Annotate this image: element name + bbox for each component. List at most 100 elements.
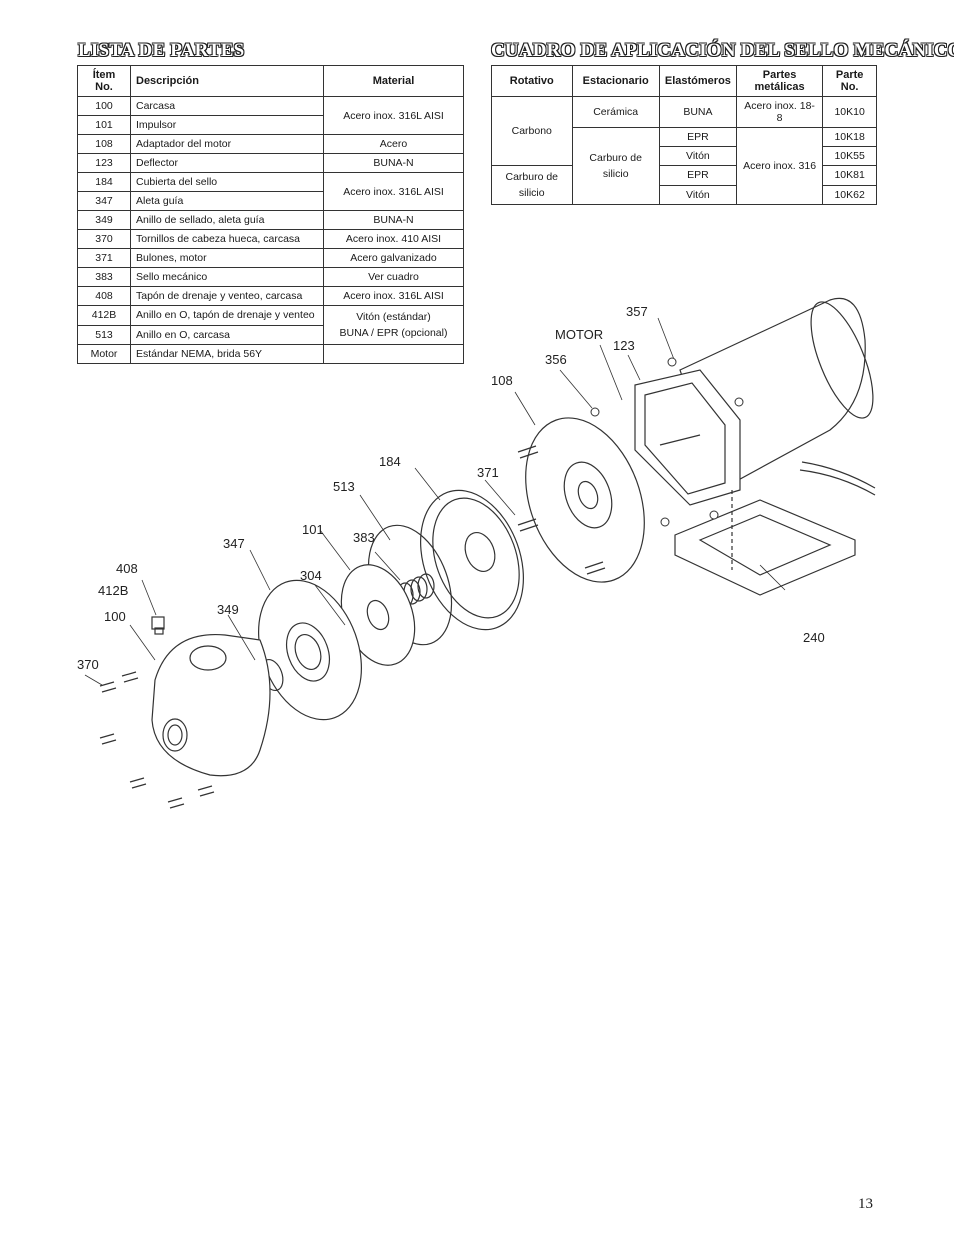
motor — [634, 297, 876, 506]
elastomero-cell: Vitón — [658, 184, 737, 205]
header-elastomeros: Elastómeros — [658, 65, 737, 97]
page-number: 13 — [858, 1196, 873, 1212]
item-material — [323, 344, 464, 364]
item-material: Acero — [323, 134, 464, 154]
item-desc: Anillo de sellado, aleta guía — [130, 210, 324, 230]
item-desc: Tapón de drenaje y venteo, carcasa — [130, 286, 324, 306]
table-row: 349 Anillo de sellado, aleta guía BUNA-N — [77, 210, 464, 230]
item-desc: Impulsor — [130, 115, 324, 135]
item-no: Motor — [77, 344, 131, 364]
item-desc: Carcasa — [130, 96, 324, 116]
elastomero-cell: EPR — [658, 127, 737, 147]
callout-408: 408 — [116, 561, 138, 576]
item-no: 349 — [77, 210, 131, 230]
item-desc: Aleta guía — [130, 191, 324, 211]
item-material: Acero galvanizado — [323, 248, 464, 268]
item-desc: Deflector — [130, 153, 324, 173]
item-no: 347 — [77, 191, 131, 211]
elastomero-cell: BUNA — [658, 96, 737, 128]
parte-no-cell: 10K62 — [822, 184, 877, 205]
item-material: BUNA-N — [323, 210, 464, 230]
item-no: 371 — [77, 248, 131, 268]
rotativo-cell: Carbono — [491, 96, 573, 166]
item-material: Vitón (estándar) BUNA / EPR (opcional) — [323, 305, 464, 345]
item-no: 108 — [77, 134, 131, 154]
elastomero-cell: EPR — [658, 165, 737, 186]
parte-no-cell: 10K18 — [822, 127, 877, 147]
item-no: 408 — [77, 286, 131, 306]
table-row: 184 Cubierta del sello Acero inox. 316L … — [77, 172, 464, 211]
callout-123: 123 — [613, 338, 635, 353]
seal-table: Rotativo Estacionario Elastómeros Partes… — [491, 65, 877, 205]
callout-412b: 412B — [98, 583, 129, 598]
exploded-pump-diagram — [84, 297, 876, 809]
callout-383: 383 — [353, 530, 375, 545]
callout-347: 347 — [223, 536, 245, 551]
callout-371: 371 — [477, 465, 499, 480]
item-no: 184 — [77, 172, 131, 192]
table-row: 100 Carcasa Acero inox. 316L AISI — [77, 96, 464, 135]
table-row: 383 Sello mecánico Ver cuadro — [77, 267, 464, 287]
estacionario-cell: Carburo de silicio — [571, 127, 660, 205]
motor-base — [674, 490, 856, 596]
header-item-no: Ítem No. — [77, 65, 131, 97]
callout-513: 513 — [333, 479, 355, 494]
item-no: 383 — [77, 267, 131, 287]
table-row: Vitón 10K55 — [492, 146, 877, 166]
item-desc: Sello mecánico — [130, 267, 324, 287]
parts-table: Ítem No. Descripción Material 100 Carcas… — [77, 65, 464, 364]
pump-casing — [151, 633, 271, 777]
table-row: 108 Adaptador del motor Acero — [77, 134, 464, 154]
material-viton: Vitón (estándar) — [356, 311, 431, 323]
drain-plug — [151, 616, 165, 635]
table-row: Carbono Cerámica BUNA Acero inox. 18-8 1… — [491, 96, 877, 166]
leader-lines — [84, 317, 786, 686]
item-desc: Tornillos de cabeza hueca, carcasa — [130, 229, 324, 249]
table-row: 123 Deflector BUNA-N — [77, 153, 464, 173]
callout-240: 240 — [803, 630, 825, 645]
table-row: Vitón 10K62 — [492, 184, 877, 205]
item-desc: Estándar NEMA, brida 56Y — [130, 344, 324, 364]
header-description: Descripción — [130, 65, 324, 97]
parte-no-cell: 10K10 — [822, 96, 877, 128]
seal-cover — [420, 489, 524, 631]
item-material: Ver cuadro — [323, 267, 464, 287]
metalicas-cell: Acero inox. 316 — [735, 127, 824, 205]
callout-304: 304 — [300, 568, 322, 583]
parts-header-row: Ítem No. Descripción Material — [77, 65, 464, 97]
callout-101: 101 — [302, 522, 324, 537]
estacionario-cell: Cerámica — [571, 96, 660, 128]
parts-list-title: LISTA DE PARTES — [78, 40, 245, 61]
seal-chart-title: CUADRO DE APLICACIÓN DEL SELLO MECÁNICO — [491, 40, 954, 61]
callout-108: 108 — [491, 373, 513, 388]
item-material: Acero inox. 410 AISI — [323, 229, 464, 249]
header-material: Material — [323, 65, 464, 97]
motor-adapter — [525, 417, 645, 583]
table-row: 371 Bulones, motor Acero galvanizado — [77, 248, 464, 268]
motor-bolts — [517, 445, 606, 575]
table-row: Carburo de silicio EPR 10K81 — [491, 165, 877, 205]
table-row: Motor Estándar NEMA, brida 56Y — [77, 344, 464, 364]
item-material: BUNA-N — [323, 153, 464, 173]
item-desc: Bulones, motor — [130, 248, 324, 268]
item-no: 101 — [77, 115, 131, 135]
item-desc: Cubierta del sello — [130, 172, 324, 192]
elastomero-cell: Vitón — [658, 146, 737, 166]
callout-184: 184 — [379, 454, 401, 469]
material-buna-epr: BUNA / EPR (opcional) — [339, 327, 448, 339]
casing-bolts — [99, 671, 215, 809]
header-parte-no: Parte No. — [822, 65, 877, 97]
callout-100: 100 — [104, 609, 126, 624]
table-row: Carburo de silicio EPR Acero inox. 316 1… — [492, 127, 877, 205]
callout-349: 349 — [217, 602, 239, 617]
rotativo-cell: Carburo de silicio — [491, 165, 573, 205]
callout-357: 357 — [626, 304, 648, 319]
header-partes-metalicas: Partes metálicas — [735, 65, 824, 97]
table-row: 412B Anillo en O, tapón de drenaje y ven… — [77, 305, 464, 345]
callout-370: 370 — [77, 657, 99, 672]
table-row: 370 Tornillos de cabeza hueca, carcasa A… — [77, 229, 464, 249]
header-rotativo: Rotativo — [491, 65, 573, 97]
metalicas-cell: Acero inox. 18-8 — [735, 96, 824, 128]
table-row: 347 Aleta guía — [77, 191, 464, 211]
table-row: 101 Impulsor — [77, 115, 464, 135]
